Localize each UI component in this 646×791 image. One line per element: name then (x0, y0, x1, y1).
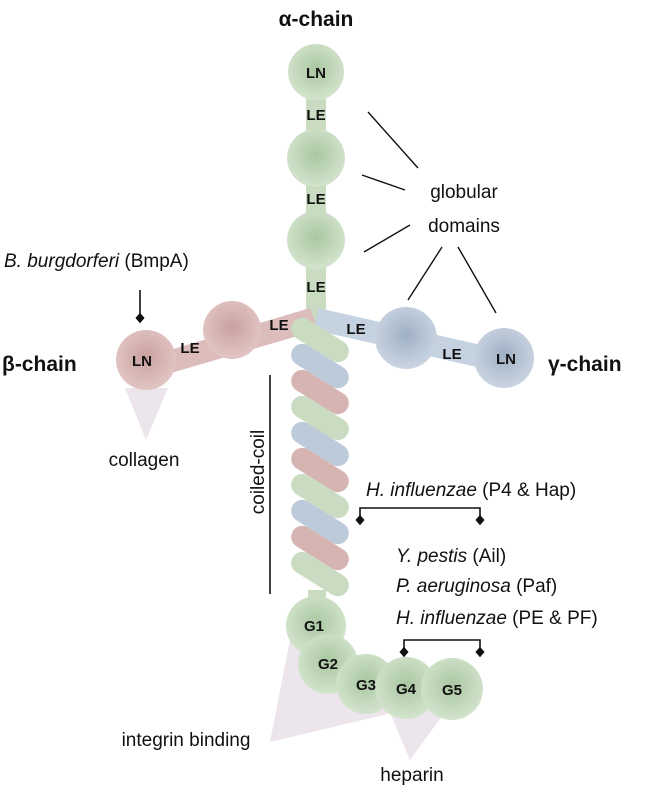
alpha-chain-title: α-chain (279, 8, 354, 31)
alpha-globular-domain-2 (287, 211, 345, 269)
g1-label: G1 (304, 618, 324, 635)
collagen-triangle (125, 388, 168, 440)
collagen-label: collagen (109, 450, 180, 471)
beta-le-label-1: LE (180, 340, 199, 357)
gamma-le-label-1: LE (346, 321, 365, 338)
bmpa-marker (135, 290, 145, 324)
beta-globular-domain (203, 301, 261, 359)
gamma-ln-domain (474, 328, 534, 388)
alpha-le-label-3: LE (306, 279, 325, 296)
alpha-le-label-2: LE (306, 191, 325, 208)
coiled-coil (291, 317, 349, 597)
gamma-chain-title: γ-chain (548, 353, 622, 376)
globular-pointers (361, 111, 497, 314)
alpha-ln-domain (288, 44, 344, 100)
coiled-coil-label: coiled-coil (248, 430, 269, 514)
beta-chain-title: β-chain (2, 353, 77, 376)
alpha-globular-domain-1 (287, 129, 345, 187)
globular-label-line1: globular (430, 182, 498, 203)
beta-le-label-2: LE (269, 317, 288, 334)
p4-hap-bracket (355, 507, 485, 526)
g5-label: G5 (442, 682, 462, 699)
yersinia-label: Y. pestis (Ail) (396, 546, 506, 567)
heparin-triangle (388, 708, 448, 760)
borrelia-label: B. burgdorferi (BmpA) (4, 251, 189, 272)
gamma-le-label-2: LE (442, 346, 461, 363)
alpha-le-label-1: LE (306, 107, 325, 124)
alpha-ln-label: LN (306, 65, 326, 82)
pseudomonas-label: P. aeruginosa (Paf) (396, 576, 557, 597)
gamma-globular-domain (375, 307, 437, 369)
haemophilus-p4-label: H. influenzae (P4 & Hap) (366, 480, 576, 501)
g4-domain (375, 657, 437, 719)
haemophilus-pe-label: H. influenzae (PE & PF) (396, 608, 598, 629)
g3-label: G3 (356, 677, 376, 694)
beta-ln-domain (116, 330, 176, 390)
g4-label: G4 (396, 681, 417, 698)
beta-ln-label: LN (132, 353, 152, 370)
integrin-binding-label: integrin binding (122, 730, 251, 751)
globular-label-line2: domains (428, 216, 500, 237)
g2-label: G2 (318, 656, 338, 673)
pe-pf-bracket (399, 639, 485, 658)
g5-domain (421, 658, 483, 720)
heparin-label: heparin (380, 765, 443, 786)
gamma-ln-label: LN (496, 351, 516, 368)
